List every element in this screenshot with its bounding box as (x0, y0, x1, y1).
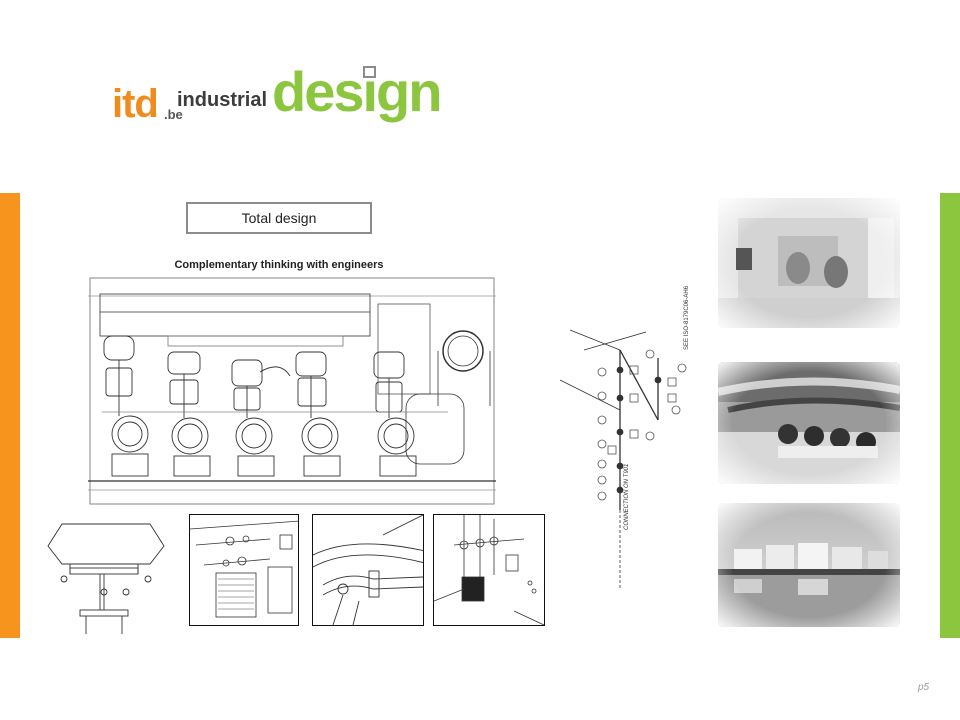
piping-3d-drawing (312, 514, 424, 626)
logo-itd-text: itd (112, 82, 159, 126)
storage-tanks-photo (718, 503, 900, 627)
valve-manifold-3d-drawing (433, 514, 545, 626)
iso-label-bottom: CONNECTION ON T901 (624, 464, 630, 530)
itd-industrial-design-logo: itd .be industrial design (112, 64, 452, 126)
pump-room-technical-drawing (88, 277, 496, 505)
total-design-title-box: Total design (186, 202, 372, 234)
logo-square-dot (363, 66, 376, 78)
subtitle: Complementary thinking with engineers (174, 259, 384, 271)
green-side-bar (940, 193, 960, 638)
orange-side-bar (0, 193, 20, 638)
isometric-piping-drawing: CONNECTION ON T901 SEE ISO-8179C06-AH6 (559, 285, 690, 590)
logo-be-text: .be (164, 107, 183, 122)
cleanroom-3d-render-photo (718, 198, 900, 328)
logo-industrial-text: industrial (177, 89, 268, 111)
pump-hall-3d-render-photo (718, 362, 900, 484)
wall-grille-3d-drawing (189, 514, 299, 626)
iso-label-top: SEE ISO-8179C06-AH6 (684, 285, 690, 350)
page-number: p5 (918, 682, 930, 693)
logo-design-text: design (272, 60, 442, 123)
beam-section-detail-drawing (47, 523, 165, 634)
